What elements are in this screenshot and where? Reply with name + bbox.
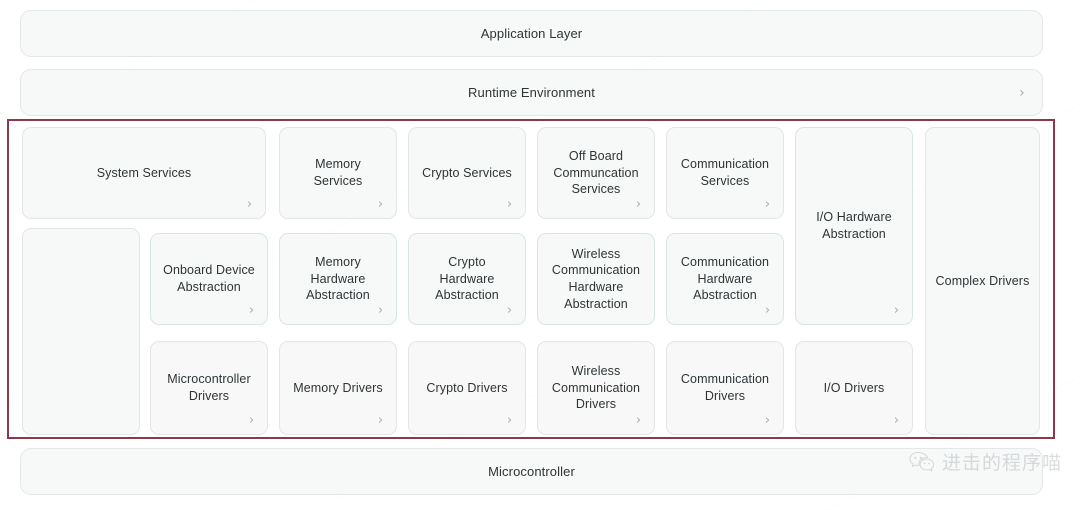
- chevron-right-icon[interactable]: ›: [893, 303, 900, 318]
- block-microcontroller-drivers[interactable]: Microcontroller Drivers ›: [150, 341, 268, 435]
- block-memory-services-label: Memory Services: [313, 157, 363, 188]
- layer-microcontroller[interactable]: Microcontroller: [20, 448, 1043, 495]
- block-off-board-communcation-services-label: Off Board Communcation Services: [553, 149, 639, 197]
- layer-application-label: Application Layer: [480, 25, 583, 41]
- chevron-right-icon[interactable]: ›: [764, 197, 771, 212]
- chevron-right-icon[interactable]: ›: [377, 197, 384, 212]
- block-wireless-communication-drivers-label: Wireless Communication Drivers: [551, 364, 641, 412]
- chevron-right-icon[interactable]: ›: [764, 303, 771, 318]
- block-communication-services-label: Communication Services: [680, 157, 770, 188]
- chevron-right-icon[interactable]: ›: [635, 197, 642, 212]
- block-communication-hardware-abstraction[interactable]: Communication Hardware Abstraction ›: [666, 233, 784, 325]
- block-io-hardware-abstraction-label: I/O Hardware Abstraction: [816, 210, 892, 241]
- layer-runtime-environment-label: Runtime Environment: [468, 84, 595, 100]
- layer-application[interactable]: Application Layer: [20, 10, 1043, 57]
- block-wireless-communication-drivers[interactable]: Wireless Communication Drivers ›: [537, 341, 655, 435]
- block-communication-hardware-abstraction-label: Communication Hardware Abstraction: [680, 255, 770, 303]
- block-memory-drivers[interactable]: Memory Drivers ›: [279, 341, 397, 435]
- block-crypto-hardware-abstraction-label: Crypto Hardware Abstraction: [435, 255, 499, 303]
- chevron-right-icon[interactable]: ›: [246, 197, 253, 212]
- block-system-services[interactable]: System Services ›: [22, 127, 266, 219]
- block-wireless-communication-hardware-abstraction[interactable]: Wireless Communication Hardware Abstract…: [537, 233, 655, 325]
- block-wireless-communication-hardware-abstraction-label: Wireless Communication Hardware Abstract…: [551, 246, 641, 311]
- block-communication-drivers[interactable]: Communication Drivers ›: [666, 341, 784, 435]
- block-memory-services[interactable]: Memory Services ›: [279, 127, 397, 219]
- chevron-right-icon[interactable]: ›: [506, 413, 513, 428]
- block-microcontroller-drivers-label: Microcontroller Drivers: [167, 372, 251, 403]
- block-io-drivers[interactable]: I/O Drivers ›: [795, 341, 913, 435]
- block-communication-drivers-label: Communication Drivers: [680, 372, 770, 403]
- block-system-services-label: System Services: [96, 165, 192, 180]
- block-crypto-drivers-label: Crypto Drivers: [426, 380, 508, 395]
- block-memory-drivers-label: Memory Drivers: [293, 380, 383, 395]
- chevron-right-icon[interactable]: ›: [377, 303, 384, 318]
- block-memory-hardware-abstraction-label: Memory Hardware Abstraction: [306, 255, 370, 303]
- chevron-right-icon[interactable]: ›: [506, 197, 513, 212]
- system-services-column[interactable]: [22, 228, 140, 435]
- chevron-right-icon[interactable]: ›: [893, 413, 900, 428]
- block-complex-drivers[interactable]: Complex Drivers: [925, 127, 1040, 435]
- block-io-drivers-label: I/O Drivers: [823, 380, 885, 395]
- block-memory-hardware-abstraction[interactable]: Memory Hardware Abstraction ›: [279, 233, 397, 325]
- chevron-right-icon[interactable]: ›: [635, 413, 642, 428]
- layer-microcontroller-label: Microcontroller: [488, 463, 575, 479]
- chevron-right-icon[interactable]: ›: [248, 303, 255, 318]
- block-crypto-hardware-abstraction[interactable]: Crypto Hardware Abstraction ›: [408, 233, 526, 325]
- block-onboard-device-abstraction-label: Onboard Device Abstraction: [163, 263, 255, 294]
- block-crypto-services[interactable]: Crypto Services ›: [408, 127, 526, 219]
- block-onboard-device-abstraction[interactable]: Onboard Device Abstraction ›: [150, 233, 268, 325]
- block-off-board-communcation-services[interactable]: Off Board Communcation Services ›: [537, 127, 655, 219]
- block-io-hardware-abstraction[interactable]: I/O Hardware Abstraction ›: [795, 127, 913, 325]
- block-complex-drivers-label: Complex Drivers: [935, 273, 1030, 288]
- chevron-right-icon[interactable]: ›: [248, 413, 255, 428]
- block-crypto-services-label: Crypto Services: [422, 165, 512, 180]
- block-crypto-drivers[interactable]: Crypto Drivers ›: [408, 341, 526, 435]
- chevron-right-icon[interactable]: ›: [764, 413, 771, 428]
- chevron-right-icon[interactable]: ›: [506, 303, 513, 318]
- chevron-right-icon[interactable]: ›: [377, 413, 384, 428]
- chevron-right-icon[interactable]: ›: [1019, 84, 1025, 101]
- block-communication-services[interactable]: Communication Services ›: [666, 127, 784, 219]
- layer-runtime-environment[interactable]: Runtime Environment ›: [20, 69, 1043, 116]
